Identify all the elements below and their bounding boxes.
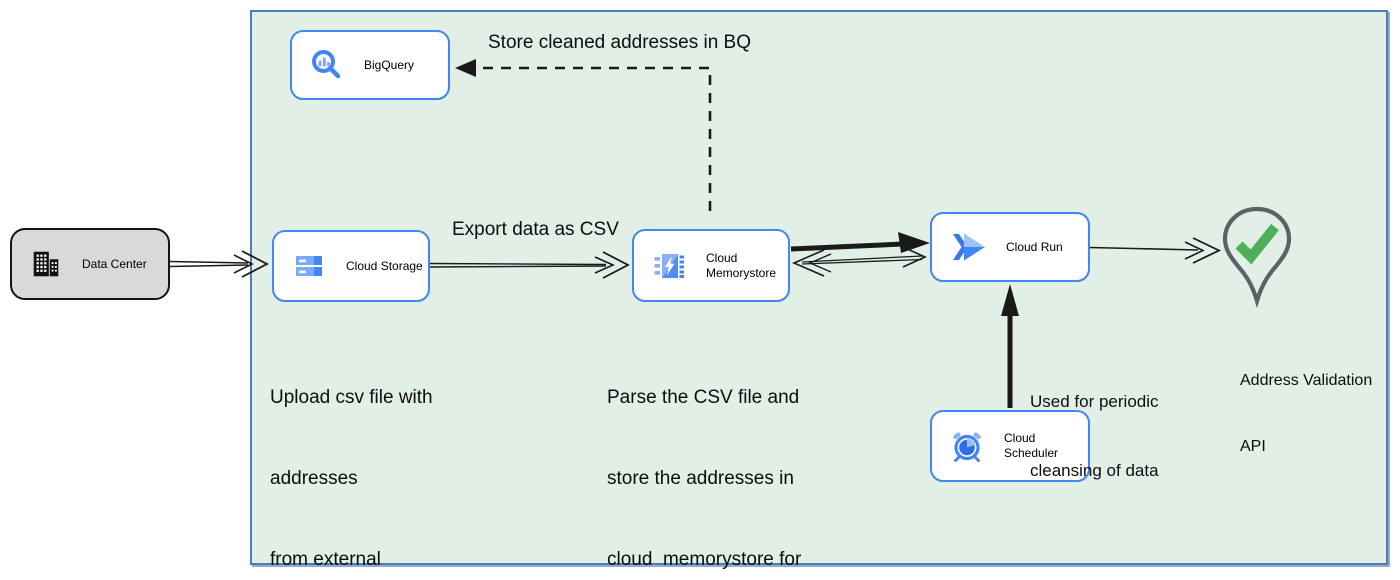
node-label: Cloud Storage <box>346 258 423 273</box>
node-cloud-run[interactable]: Cloud Run <box>930 212 1090 282</box>
note-line: Address Validation <box>1240 372 1373 389</box>
node-label: Cloud Run <box>1006 239 1063 254</box>
note-line: store the addresses in <box>607 468 794 489</box>
label-store-cleaned-bq: Store cleaned addresses in BQ <box>488 32 751 53</box>
node-label: BigQuery <box>364 57 415 72</box>
node-label: Cloud Memorystore <box>706 250 777 280</box>
note-line: cloud memorystore for <box>607 549 802 570</box>
node-data-center[interactable]: Data Center <box>10 228 170 300</box>
bigquery-icon <box>309 47 345 83</box>
pin-outline <box>1222 206 1292 309</box>
node-label: Cloud Scheduler <box>1004 431 1059 460</box>
note-parse-csv: Parse the CSV file and store the address… <box>607 330 816 580</box>
node-cloud-scheduler[interactable]: Cloud Scheduler <box>930 410 1090 482</box>
cloud-boundary-container[interactable] <box>250 10 1388 565</box>
note-line: API <box>1240 438 1266 455</box>
note-periodic-cleansing: Used for periodic cleansing of data <box>1030 344 1159 528</box>
cloud-memorystore-icon <box>651 248 687 284</box>
check-icon <box>1235 223 1279 265</box>
label-address-validation-api: Address Validation API <box>1240 326 1372 502</box>
cloud-storage-icon <box>291 248 327 284</box>
node-cloud-storage[interactable]: Cloud Storage <box>272 230 430 302</box>
cloud-scheduler-icon <box>949 428 985 464</box>
label-export-csv: Export data as CSV <box>452 219 619 240</box>
data-center-icon <box>29 247 63 281</box>
node-cloud-memorystore[interactable]: Cloud Memorystore <box>632 229 790 302</box>
note-line: Used for periodic <box>1030 392 1159 411</box>
address-validation-api-pin[interactable] <box>1221 206 1293 312</box>
cloud-run-icon <box>949 229 987 265</box>
note-line: from external <box>270 549 381 570</box>
note-line: Parse the CSV file and <box>607 387 800 408</box>
note-line: Upload csv file with <box>270 387 433 408</box>
node-bigquery[interactable]: BigQuery <box>290 30 450 100</box>
note-upload-csv: Upload csv file with addresses from exte… <box>270 330 433 580</box>
note-line: cleansing of data <box>1030 461 1159 480</box>
note-line: addresses <box>270 468 358 489</box>
node-label: Data Center <box>82 256 147 271</box>
